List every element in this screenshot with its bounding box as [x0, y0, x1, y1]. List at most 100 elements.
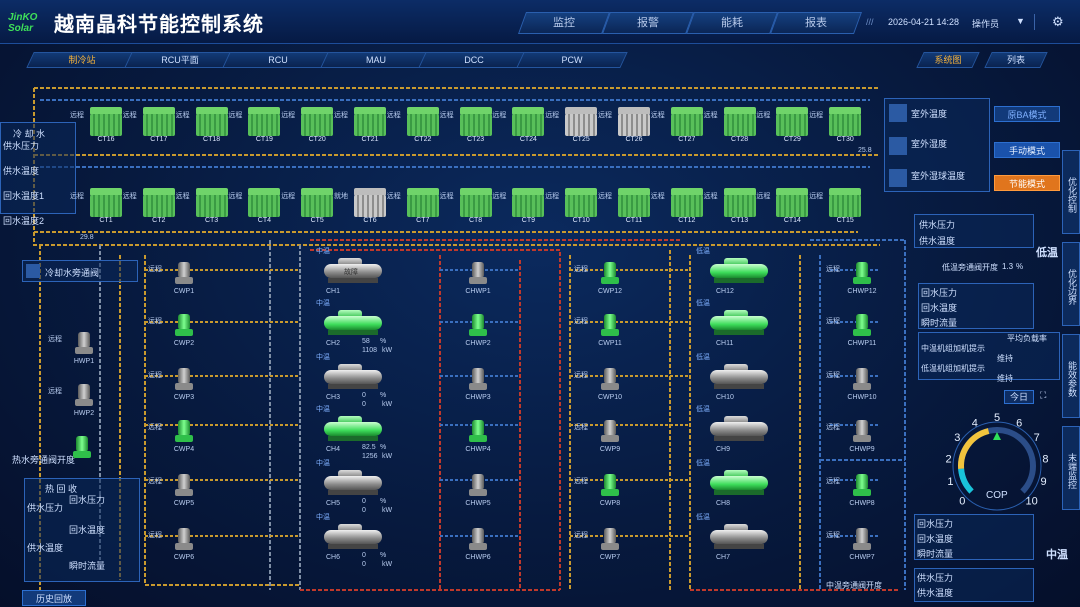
cooling-tower-ct28[interactable]: CT28 [723, 107, 756, 143]
energy-mode-button[interactable]: 节能模式 [994, 175, 1060, 191]
cooling-tower-ct16[interactable]: CT16 [90, 107, 122, 143]
pump-cwp8[interactable] [600, 474, 620, 498]
side-tab-2[interactable]: 能效参数 [1062, 334, 1080, 418]
pump-cwp12[interactable] [600, 262, 620, 286]
cooling-tower-ct4[interactable]: CT4 [248, 188, 281, 224]
chiller-ch1[interactable] [322, 258, 384, 284]
pump-base [853, 329, 871, 336]
chiller-ch8[interactable] [708, 470, 770, 496]
chiller-ch9[interactable] [708, 416, 770, 442]
chiller-ch2[interactable] [322, 310, 384, 336]
chiller-ch12[interactable] [708, 258, 770, 284]
chiller-ch4[interactable] [322, 416, 384, 442]
cooling-tower-ct6[interactable]: CT6 [354, 188, 386, 224]
pump-hwp2[interactable] [74, 384, 94, 408]
pump-cwp2[interactable] [174, 314, 194, 338]
cooling-tower-ct30[interactable]: CT30 [829, 107, 862, 143]
cooling-tower-ct20[interactable]: CT20 [301, 107, 334, 143]
ba-mode-button[interactable]: 原BA模式 [994, 106, 1060, 122]
chiller-ch3[interactable] [322, 364, 384, 390]
cooling-tower-ct22[interactable]: CT22 [406, 107, 439, 143]
pump-cwp1[interactable] [174, 262, 194, 286]
pump-cwp6[interactable] [174, 528, 194, 552]
pump-cwp4[interactable] [174, 420, 194, 444]
pump-chwp7[interactable] [852, 528, 872, 552]
pump-chwp5[interactable] [468, 474, 488, 498]
pump-cwp3[interactable] [174, 368, 194, 392]
cooling-tower-ct12[interactable]: CT12 [670, 188, 703, 224]
cooling-tower-ct26[interactable]: CT26 [618, 107, 650, 143]
side-tab-3[interactable]: 末端监控 [1062, 426, 1080, 510]
chiller-label: CH12 [716, 288, 734, 295]
pump-chwp1[interactable] [468, 262, 488, 286]
cooling-tower-ct2[interactable]: CT2 [142, 188, 175, 224]
chiller-ch5[interactable] [322, 470, 384, 496]
cooling-tower-ct17[interactable]: CT17 [142, 107, 175, 143]
pump-heat-bypass[interactable] [72, 436, 92, 460]
period-select[interactable]: 今日 [1004, 390, 1034, 404]
pump-cwp10[interactable] [600, 368, 620, 392]
pump-base [601, 489, 619, 496]
chiller-ch10[interactable] [708, 364, 770, 390]
gear-icon[interactable]: ⚙ [1052, 14, 1064, 29]
cooling-tower-ct25[interactable]: CT25 [565, 107, 598, 143]
pump-chwp8[interactable] [852, 474, 872, 498]
chevron-down-icon[interactable]: ▼ [1016, 16, 1025, 26]
user-name[interactable]: 操作员 [972, 19, 1000, 29]
chiller-ch7[interactable] [708, 524, 770, 550]
cooling-tower-ct15[interactable]: CT15 [829, 188, 862, 224]
cooling-tower-ct21[interactable]: CT21 [354, 107, 386, 143]
pump-label: CWP3 [173, 394, 195, 401]
cooling-tower-ct19[interactable]: CT19 [248, 107, 281, 143]
control-mode-label: 远程 [148, 532, 162, 539]
pump-chwp6[interactable] [468, 528, 488, 552]
cooling-tower-ct5[interactable]: CT5 [301, 188, 334, 224]
tab-2[interactable]: RCU [222, 52, 334, 68]
cooling-tower-ct3[interactable]: CT3 [195, 188, 228, 224]
manual-mode-button[interactable]: 手动模式 [994, 142, 1060, 158]
cooling-tower-ct23[interactable]: CT23 [459, 107, 492, 143]
pump-cwp7[interactable] [600, 528, 620, 552]
tab-1[interactable]: RCU平面 [124, 52, 236, 68]
pump-chwp2[interactable] [468, 314, 488, 338]
cooling-tower-ct9[interactable]: CT9 [512, 188, 545, 224]
cooling-tower-ct13[interactable]: CT13 [723, 188, 756, 224]
chiller-ch11[interactable] [708, 310, 770, 336]
cooling-tower-ct10[interactable]: CT10 [565, 188, 598, 224]
pump-cwp9[interactable] [600, 420, 620, 444]
pump-cwp11[interactable] [600, 314, 620, 338]
history-button[interactable]: 历史回放 [22, 590, 86, 606]
pump-chwp12[interactable] [852, 262, 872, 286]
cooling-tower-ct27[interactable]: CT27 [670, 107, 703, 143]
pump-cwp5[interactable] [174, 474, 194, 498]
expand-icon[interactable]: ⛶ [1040, 390, 1047, 400]
chiller-tag: 中温 [316, 514, 330, 521]
cooling-tower-ct11[interactable]: CT11 [618, 188, 650, 224]
tab-0[interactable]: 制冷站 [26, 52, 138, 68]
tab-3[interactable]: MAU [320, 52, 432, 68]
cooling-tower-ct24[interactable]: CT24 [512, 107, 545, 143]
tab-4[interactable]: DCC [418, 52, 530, 68]
cooling-tower-ct8[interactable]: CT8 [459, 188, 492, 224]
side-tab-1[interactable]: 优化边界 [1062, 242, 1080, 326]
row-label: 供水温度 [3, 166, 40, 176]
pump-chwp10[interactable] [852, 368, 872, 392]
chiller-base [328, 436, 378, 441]
pump-chwp9[interactable] [852, 420, 872, 444]
chiller-base [714, 330, 764, 335]
cooling-tower-ct14[interactable]: CT14 [776, 188, 809, 224]
pump-chwp3[interactable] [468, 368, 488, 392]
tab-5[interactable]: PCW [516, 52, 628, 68]
cooling-tower-label: CT28 [731, 136, 749, 143]
chiller-ch6[interactable] [322, 524, 384, 550]
pump-chwp11[interactable] [852, 314, 872, 338]
side-tab-0[interactable]: 优化控制 [1062, 150, 1080, 234]
chiller-shell [324, 422, 382, 436]
cooling-tower-label: CT9 [521, 217, 535, 224]
cooling-tower-ct18[interactable]: CT18 [195, 107, 228, 143]
pump-hwp1[interactable] [74, 332, 94, 356]
cooling-tower-ct29[interactable]: CT29 [776, 107, 809, 143]
cooling-tower-ct1[interactable]: CT1 [90, 188, 122, 224]
pump-chwp4[interactable] [468, 420, 488, 444]
cooling-tower-ct7[interactable]: CT7 [406, 188, 439, 224]
